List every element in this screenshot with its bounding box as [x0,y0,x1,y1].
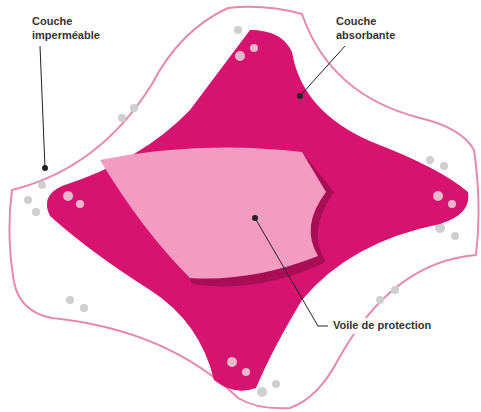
leader-lines [40,46,345,326]
absorbent-layer [47,30,469,391]
part-label: Voile de protection [331,318,433,334]
protection-veil [100,148,326,279]
leader-dots [42,93,303,221]
part-label: Couche imperméable [30,14,110,44]
impermeable-layer [9,7,478,408]
part-label: Couche absorbante [334,14,408,44]
pink-dots [63,44,456,376]
